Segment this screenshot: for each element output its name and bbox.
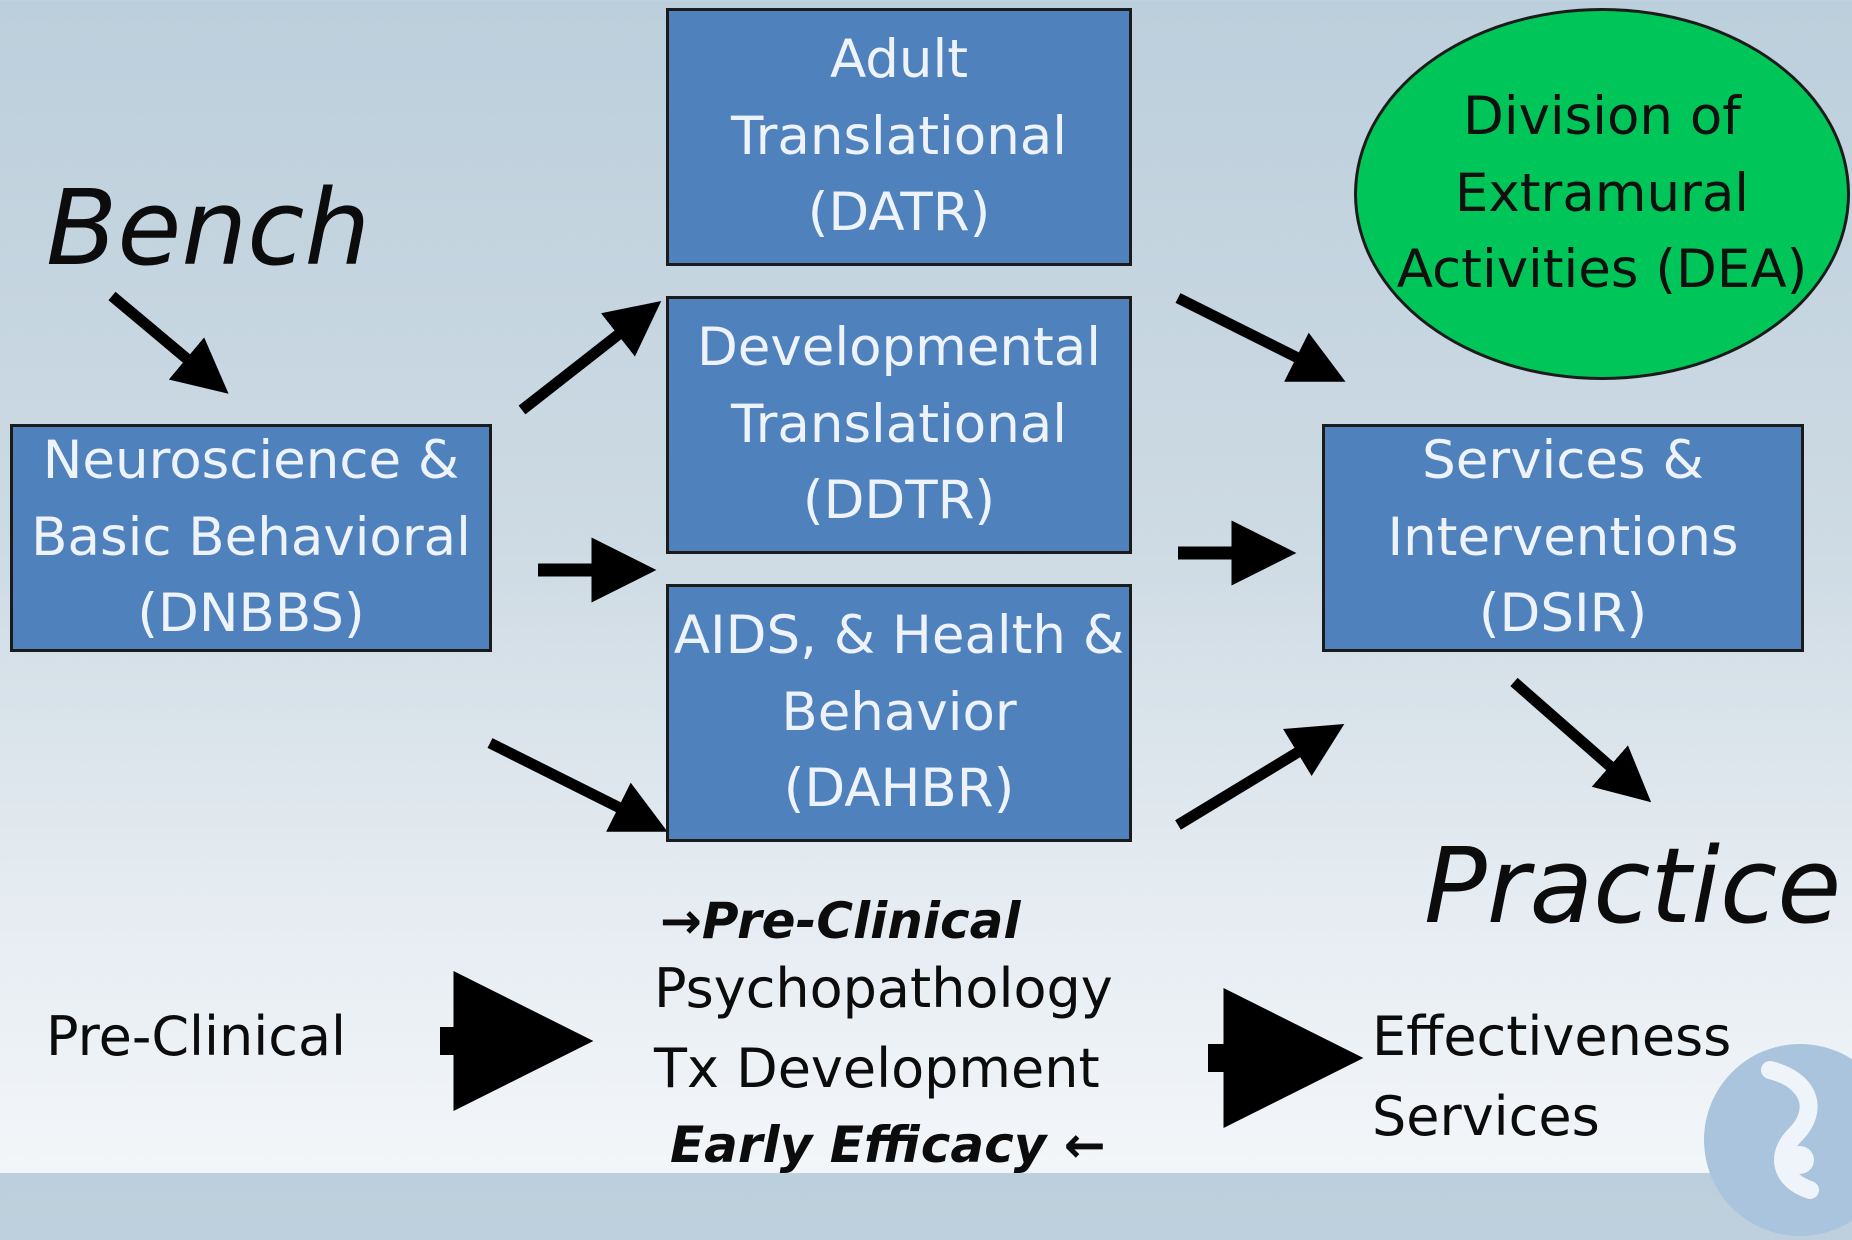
arrow-dnbbs-to-dahbr	[487, 738, 668, 832]
bottom-services: Services	[1372, 1085, 1600, 1148]
dsir-line-3: (DSIR)	[1478, 583, 1648, 645]
dea-line-3: Activities (DEA)	[1396, 239, 1808, 301]
center-line-4: Early Efficacy ←	[670, 1120, 1106, 1170]
ddtr-box: Developmental Translational (DDTR)	[666, 296, 1132, 554]
datr-line-3: (DATR)	[807, 182, 991, 244]
ddtr-line-3: (DDTR)	[802, 470, 996, 532]
center-line-1: →Pre-Clinical	[660, 896, 1021, 946]
ddtr-line-2: Translational	[731, 393, 1067, 455]
practice-label: Practice	[1424, 825, 1842, 947]
dnbbs-box: Neuroscience & Basic Behavioral (DNBBS)	[10, 424, 492, 652]
center-line-2: Psychopathology	[654, 957, 1113, 1020]
center-line-4-text: Early Efficacy	[670, 1116, 1047, 1174]
datr-line-1: Adult	[829, 28, 969, 90]
bench-label: Bench	[46, 167, 371, 289]
dsir-box: Services & Interventions (DSIR)	[1322, 424, 1804, 652]
arrow-datr-to-dsir	[1175, 293, 1346, 382]
dea-line-2: Extramural	[1454, 162, 1750, 224]
bottom-preclinical: Pre-Clinical	[46, 1005, 347, 1068]
dahbr-line-3: (DAHBR)	[783, 758, 1015, 820]
dnbbs-line-3: (DNBBS)	[137, 583, 365, 645]
dea-ellipse: Division of Extramural Activities (DEA)	[1354, 8, 1850, 380]
dsir-line-2: Interventions	[1387, 506, 1739, 568]
center-line-3: Tx Development	[654, 1037, 1100, 1100]
datr-line-2: Translational	[731, 105, 1067, 167]
right-arrow-glyph: →	[660, 892, 702, 950]
dsir-line-1: Services &	[1422, 429, 1704, 491]
dahbr-line-1: AIDS, & Health &	[673, 604, 1125, 666]
arrows-layer	[108, 291, 1652, 1128]
arrow-dahbr-to-dsir	[1175, 724, 1345, 830]
dnbbs-line-2: Basic Behavioral	[31, 506, 471, 568]
dahbr-line-2: Behavior	[781, 681, 1017, 743]
left-arrow-glyph: ←	[1063, 1116, 1106, 1174]
arrow-dnbbs-to-datr	[518, 301, 662, 415]
dea-line-1: Division of	[1463, 85, 1741, 147]
datr-box: Adult Translational (DATR)	[666, 8, 1132, 266]
dahbr-box: AIDS, & Health & Behavior (DAHBR)	[666, 584, 1132, 842]
center-line-1-text: Pre-Clinical	[701, 892, 1021, 950]
arrow-dsir-to-practice	[1510, 677, 1652, 803]
ddtr-line-1: Developmental	[697, 316, 1101, 378]
institute-logo-icon	[1704, 1044, 1852, 1236]
dnbbs-line-1: Neuroscience &	[42, 429, 460, 491]
bottom-effectiveness: Effectiveness	[1372, 1005, 1732, 1068]
arrow-bench-to-dnbbs	[108, 291, 229, 394]
